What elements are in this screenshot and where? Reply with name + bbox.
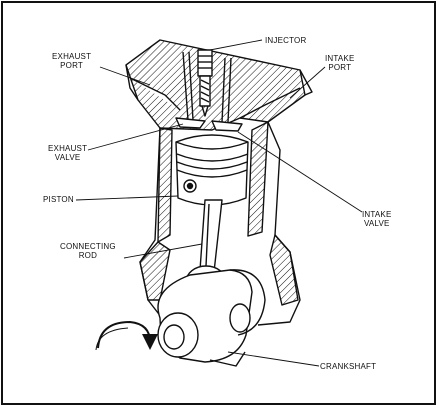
piston (175, 134, 249, 206)
label-exhaust-valve: EXHAUST VALVE (48, 144, 87, 162)
rotation-arrow-icon (95, 320, 158, 351)
label-intake-valve-line2: VALVE (363, 219, 390, 228)
exhaust-port-channel (129, 77, 181, 111)
label-intake-valve-line1: INTAKE (362, 210, 392, 219)
leader-intake-valve (237, 131, 363, 213)
label-connecting-rod-line2: ROD (78, 251, 98, 260)
label-exhaust-port: EXHAUST PORT (52, 52, 91, 70)
label-intake-port: INTAKE PORT (325, 54, 355, 72)
leader-crankshaft (227, 351, 320, 367)
label-intake-valve: INTAKE VALVE (362, 210, 392, 228)
label-crankshaft: CRANKSHAFT (320, 362, 377, 371)
cylinder-wall-left (157, 127, 173, 243)
leader-exhaust-port (99, 66, 151, 86)
label-connecting-rod: CONNECTING ROD (60, 242, 116, 260)
label-piston: PISTON (43, 195, 74, 204)
label-exhaust-port-line2: PORT (60, 61, 84, 70)
crankcase (139, 241, 171, 301)
leader-lines (75, 39, 363, 367)
cylinder-head (125, 39, 306, 131)
leader-piston (75, 195, 179, 201)
exhaust-valve (175, 51, 206, 129)
crankshaft (157, 269, 266, 367)
intake-port-channel (239, 87, 301, 119)
label-intake-port-line1: INTAKE (325, 54, 355, 63)
label-exhaust-valve-line2: VALVE (54, 153, 81, 162)
injector (197, 49, 213, 117)
label-intake-port-line2: PORT (328, 63, 352, 72)
intake-valve (211, 57, 243, 132)
leader-intake-port (289, 66, 326, 99)
label-injector: INJECTOR (265, 36, 307, 45)
leader-exhaust-valve (87, 123, 184, 151)
label-exhaust-valve-line1: EXHAUST (48, 144, 88, 153)
leader-connecting-rod (123, 243, 203, 259)
cylinder-wall-right (247, 121, 269, 237)
label-exhaust-port-line1: EXHAUST (52, 52, 92, 61)
label-connecting-rod-line1: CONNECTING (60, 242, 116, 251)
leader-injector (209, 39, 263, 51)
